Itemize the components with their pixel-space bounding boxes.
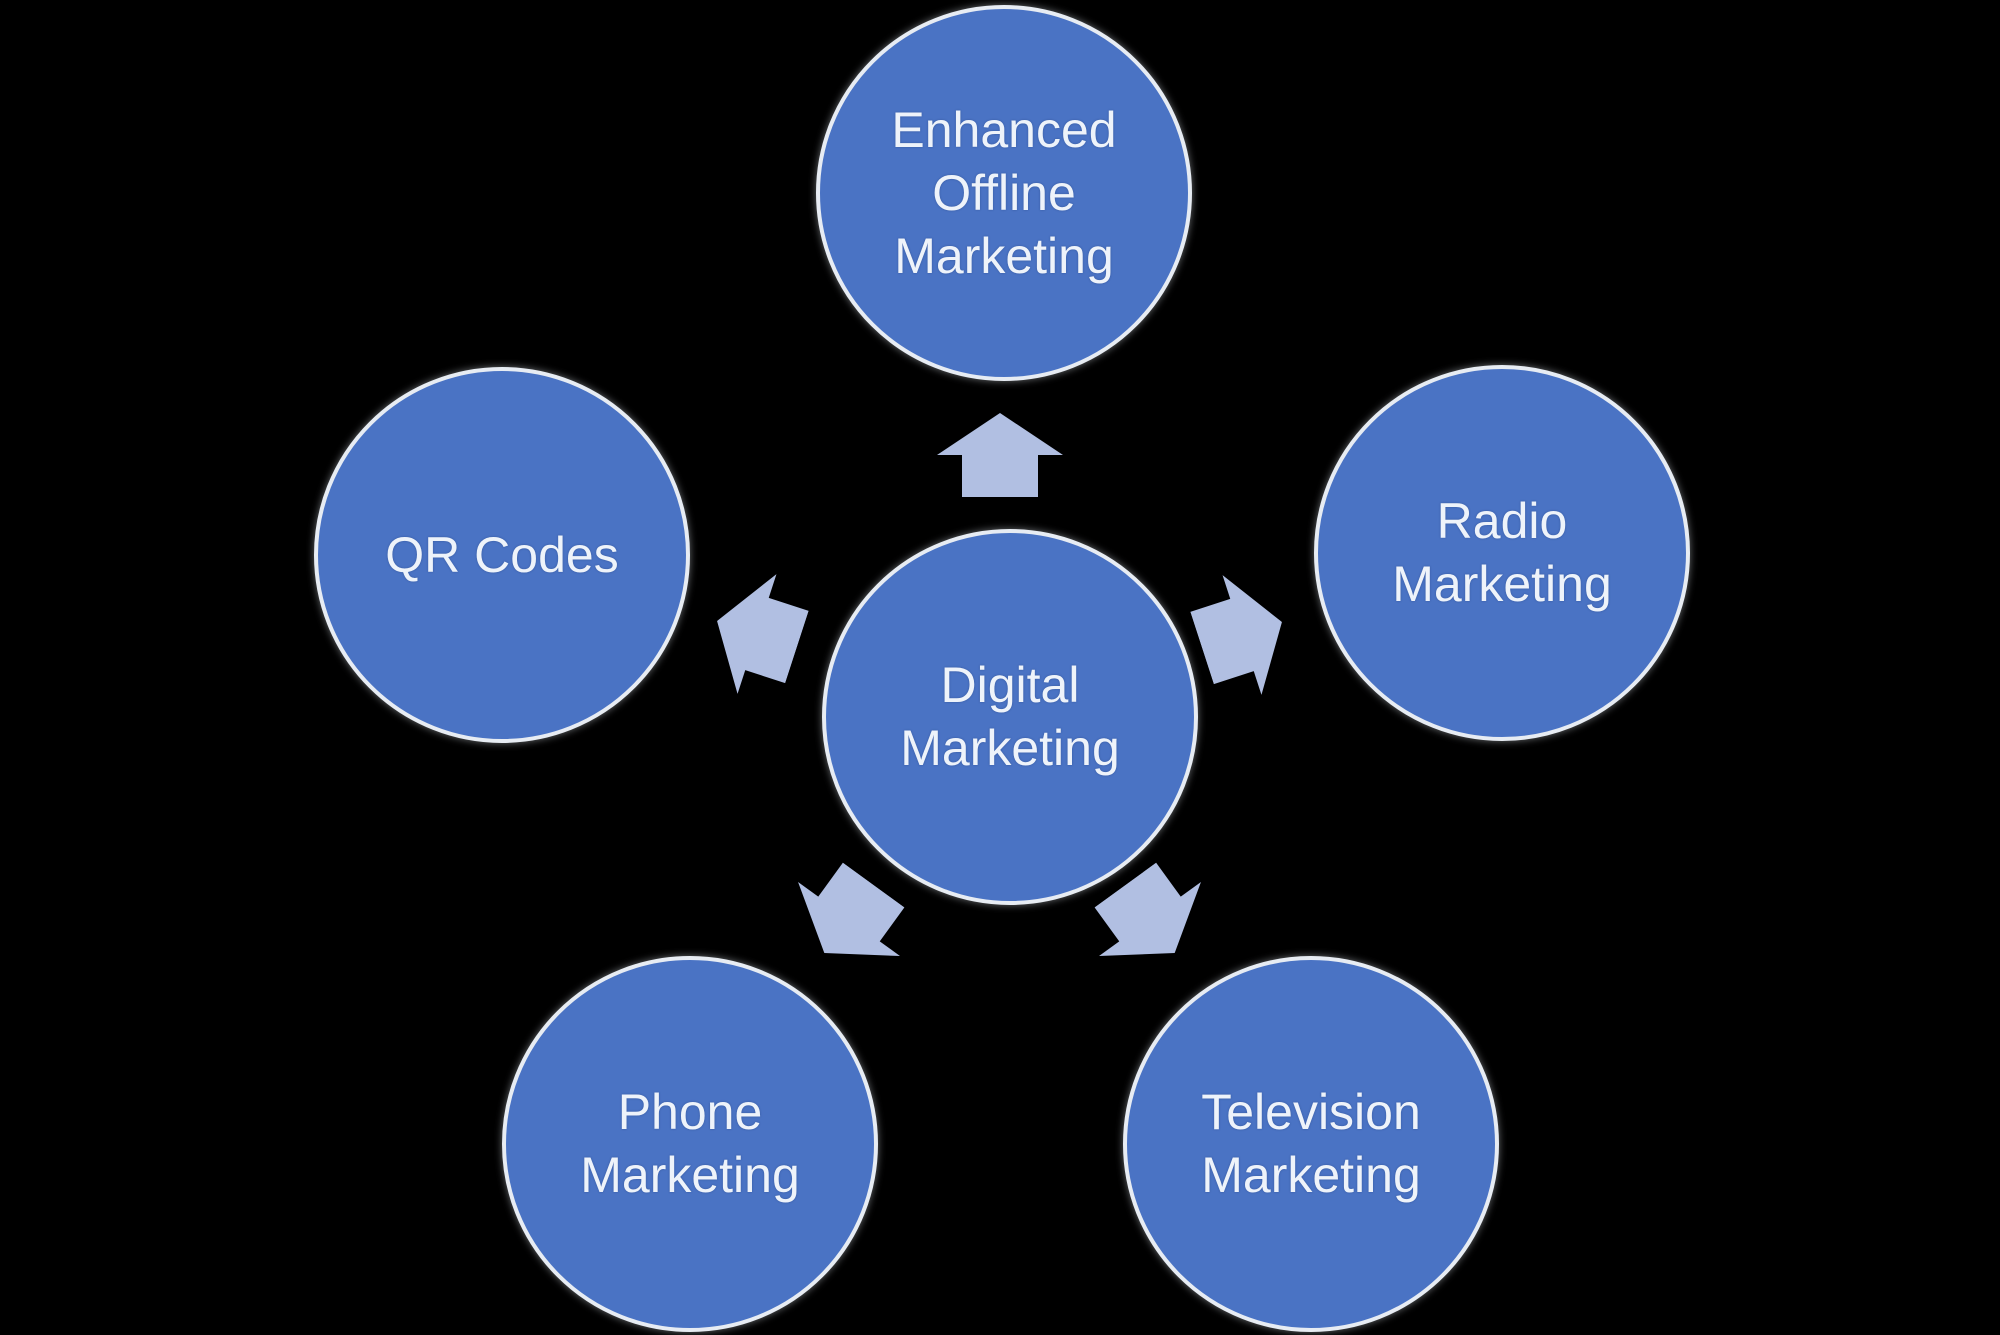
node-label: Digital Marketing bbox=[900, 657, 1120, 776]
arrow-center-to-right bbox=[1183, 562, 1302, 708]
node-phone-marketing: Phone Marketing bbox=[502, 956, 878, 1332]
down-left-arrow-icon bbox=[798, 862, 905, 957]
arrow-center-to-bottom-left bbox=[773, 848, 924, 990]
node-label: Phone Marketing bbox=[580, 1084, 800, 1203]
up-left-arrow-icon bbox=[717, 574, 809, 694]
node-digital-marketing-center: Digital Marketing bbox=[822, 529, 1198, 905]
node-label: Enhanced Offline Marketing bbox=[891, 101, 1117, 284]
arrow-center-to-bottom-right bbox=[1074, 848, 1225, 990]
node-label: QR Codes bbox=[385, 526, 619, 583]
node-qr-codes: QR Codes bbox=[314, 367, 690, 743]
arrow-center-to-left bbox=[698, 561, 817, 707]
node-television-marketing: Television Marketing bbox=[1123, 956, 1499, 1332]
down-right-arrow-icon bbox=[1094, 862, 1201, 957]
node-radio-marketing: Radio Marketing bbox=[1314, 365, 1690, 741]
arrow-center-to-top bbox=[937, 413, 1063, 497]
node-enhanced-offline-marketing: Enhanced Offline Marketing bbox=[816, 5, 1192, 381]
node-label: Radio Marketing bbox=[1392, 493, 1612, 612]
node-label: Television Marketing bbox=[1201, 1084, 1421, 1203]
up-arrow-icon bbox=[937, 413, 1063, 497]
up-right-arrow-icon bbox=[1190, 575, 1282, 695]
